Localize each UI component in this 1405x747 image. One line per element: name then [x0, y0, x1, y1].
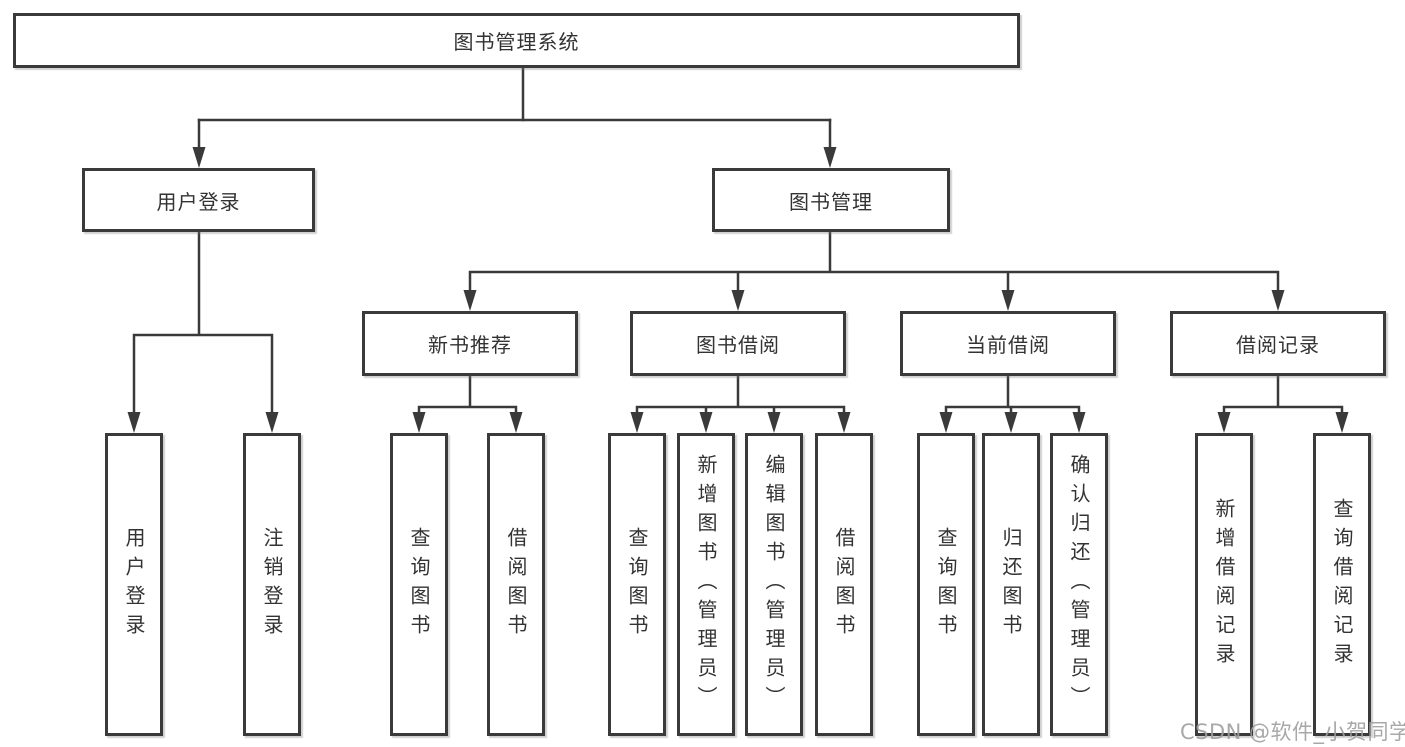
- arrowhead: [265, 412, 279, 433]
- arrowhead: [837, 412, 851, 433]
- edge-current-group: [944, 374, 1081, 416]
- leaf-label: 借阅图书: [832, 526, 856, 643]
- arrowhead: [1217, 412, 1231, 433]
- leaf-label: 查询图书: [625, 526, 649, 643]
- node-label: 借阅记录: [1236, 333, 1320, 357]
- leaf-return-books: 归还图书: [982, 433, 1040, 736]
- arrowhead: [939, 412, 953, 433]
- leaf-user-login: 用户登录: [105, 433, 163, 736]
- leaf-label: 查询借阅记录: [1330, 497, 1354, 672]
- leaf-label: 新增图书（管理员）: [694, 454, 718, 715]
- edge-root-drops: [197, 118, 832, 152]
- leaf-label: 归还图书: [999, 526, 1023, 643]
- arrowhead: [1335, 412, 1349, 433]
- arrowhead: [127, 412, 141, 433]
- node-user-login-label: 用户登录: [156, 189, 241, 214]
- leaf-label: 注销登录: [260, 526, 284, 643]
- node-book-mgmt-label: 图书管理: [789, 189, 873, 214]
- leaf-label: 查询图书: [934, 526, 958, 643]
- arrowhead: [731, 290, 745, 311]
- node-label: 当前借阅: [966, 333, 1050, 357]
- node-root: 图书管理系统: [13, 13, 1020, 68]
- arrowhead: [767, 412, 781, 433]
- leaf-query-books: 查询图书: [390, 433, 448, 736]
- arrowhead: [1271, 290, 1285, 311]
- node-book-mgmt: 图书管理: [712, 168, 950, 232]
- arrowhead: [1072, 412, 1086, 433]
- edge-recommend-group: [417, 374, 518, 416]
- leaf-confirm-return-admin: 确认归还（管理员）: [1050, 433, 1108, 736]
- arrowhead: [412, 412, 426, 433]
- csdn-watermark: CSDN @软件_小贺同学: [1180, 720, 1405, 744]
- leaf-borrow-books: 借阅图书: [815, 433, 873, 736]
- leaf-label: 确认归还（管理员）: [1067, 454, 1091, 715]
- arrowhead: [192, 147, 206, 168]
- node-root-label: 图书管理系统: [453, 30, 580, 54]
- leaf-label: 查询图书: [407, 526, 431, 643]
- leaf-edit-books-admin: 编辑图书（管理员）: [745, 433, 803, 736]
- node-user-login: 用户登录: [82, 168, 315, 232]
- arrowhead: [463, 290, 477, 311]
- node-borrow-records: 借阅记录: [1170, 311, 1386, 376]
- arrowhead: [699, 412, 713, 433]
- leaf-query-books: 查询图书: [917, 433, 975, 736]
- leaf-query-books: 查询图书: [608, 433, 666, 736]
- node-book-borrow: 图书借阅: [630, 311, 846, 376]
- edge-mgmt-group: [468, 230, 1280, 295]
- leaf-label: 新增借阅记录: [1212, 497, 1236, 672]
- arrowhead: [1001, 290, 1015, 311]
- leaf-borrow-books: 借阅图书: [487, 433, 545, 736]
- edge-login-group: [132, 230, 274, 416]
- arrowhead: [630, 412, 644, 433]
- leaf-add-books-admin: 新增图书（管理员）: [677, 433, 735, 736]
- arrowhead: [509, 412, 523, 433]
- leaf-label: 借阅图书: [504, 526, 528, 643]
- arrowhead: [1004, 412, 1018, 433]
- edge-records-group: [1222, 374, 1344, 416]
- node-label: 新书推荐: [428, 333, 512, 357]
- leaf-label: 用户登录: [122, 526, 146, 643]
- leaf-query-borrow-record: 查询借阅记录: [1313, 433, 1371, 736]
- leaf-add-borrow-record: 新增借阅记录: [1195, 433, 1253, 736]
- node-new-book-recommend: 新书推荐: [362, 311, 578, 376]
- edge-borrow-group: [635, 374, 846, 416]
- node-label: 图书借阅: [696, 333, 780, 357]
- node-current-borrow: 当前借阅: [900, 311, 1116, 376]
- leaf-logout: 注销登录: [243, 433, 301, 736]
- arrowhead: [823, 147, 837, 168]
- leaf-label: 编辑图书（管理员）: [762, 454, 786, 715]
